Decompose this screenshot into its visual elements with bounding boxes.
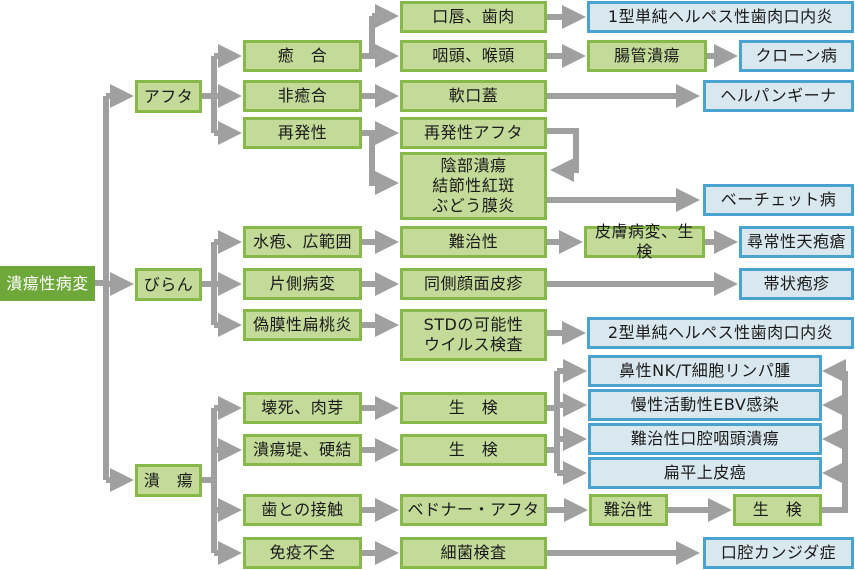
node-pharynx-larynx: 咽頭、喉頭 bbox=[400, 40, 547, 72]
arrow-recurrent-genital bbox=[369, 133, 399, 195]
diagnosis-behcet: ベーチェット病 bbox=[703, 184, 854, 216]
node-bacterial-test: 細菌検査 bbox=[400, 537, 547, 569]
node-recurrent: 再発性 bbox=[243, 117, 362, 149]
diagnosis-candidiasis: 口腔カンジダ症 bbox=[703, 537, 854, 569]
diagnosis-zoster: 帯状疱疹 bbox=[739, 268, 854, 300]
diagnosis-hsv2: 2型単純ヘルペス性歯肉口内炎 bbox=[587, 317, 854, 349]
node-soft-palate: 軟口蓋 bbox=[400, 80, 547, 112]
root-ulcerative-lesion: 潰瘍性病変 bbox=[0, 266, 95, 301]
node-necrosis: 壊死、肉芽 bbox=[243, 392, 362, 424]
node-aphtha: アフタ bbox=[135, 80, 202, 113]
diagnosis-crohn: クローン病 bbox=[739, 40, 854, 72]
diagnosis-nk-lymphoma: 鼻性NK/T細胞リンパ腫 bbox=[588, 355, 822, 387]
node-fusion: 癒 合 bbox=[243, 40, 362, 72]
node-ulcer: 潰 瘍 bbox=[135, 464, 202, 497]
node-genital-ulcer: 陰部潰瘍 結節性紅斑 ぶどう膜炎 bbox=[400, 152, 547, 220]
arrow-recaphtha-genital bbox=[547, 128, 579, 182]
node-unilateral: 片側病変 bbox=[243, 268, 362, 300]
node-biopsy-3: 生 検 bbox=[733, 494, 822, 526]
node-biopsy-1: 生 検 bbox=[400, 392, 547, 424]
diagnosis-hsv1: 1型単純ヘルペス性歯肉口内炎 bbox=[587, 1, 854, 33]
diagnosis-cebv: 慢性活動性EBV感染 bbox=[588, 389, 822, 421]
node-immunodeficiency: 免疫不全 bbox=[243, 537, 362, 569]
node-nonfusion: 非癒合 bbox=[243, 80, 362, 112]
node-erosion: びらん bbox=[135, 268, 202, 301]
node-refractory-2: 難治性 bbox=[589, 494, 668, 526]
node-intestinal-ulcer: 腸管潰瘍 bbox=[587, 40, 707, 72]
arrow-root-aphtha bbox=[95, 96, 122, 480]
arrow-fusion-lips bbox=[362, 16, 387, 59]
node-blister: 水疱、広範囲 bbox=[243, 226, 362, 258]
node-skin-biopsy: 皮膚病変、生検 bbox=[584, 222, 705, 261]
arrow-biopsy3-back bbox=[822, 371, 848, 513]
node-recurrent-aphtha: 再発性アフタ bbox=[400, 117, 547, 149]
node-pseudomembranous: 偽膜性扁桃炎 bbox=[243, 309, 362, 341]
node-biopsy-2: 生 検 bbox=[400, 434, 547, 466]
node-ipsilateral-rash: 同側顔面皮疹 bbox=[400, 268, 547, 300]
diagnosis-pemphigus: 尋常性天疱瘡 bbox=[739, 226, 854, 258]
node-refractory-1: 難治性 bbox=[400, 226, 547, 258]
node-lips-gums: 口唇、歯肉 bbox=[400, 1, 547, 33]
node-tooth-contact: 歯との接触 bbox=[243, 494, 362, 526]
diagnosis-herpangina: ヘルパンギーナ bbox=[703, 80, 854, 112]
arrow-ulcer-necrosis bbox=[202, 408, 230, 553]
arrow-biopsy-fan bbox=[547, 371, 560, 473]
diagnosis-refractory-ulcer: 難治性口腔咽頭潰瘍 bbox=[588, 423, 822, 455]
diagnosis-scc: 扁平上皮癌 bbox=[588, 457, 822, 489]
node-bednar-aphtha: ベドナー・アフタ bbox=[400, 494, 547, 526]
node-ulcer-margin: 潰瘍堤、硬結 bbox=[243, 434, 362, 466]
node-std-virus-test: STDの可能性 ウイルス検査 bbox=[400, 309, 547, 361]
